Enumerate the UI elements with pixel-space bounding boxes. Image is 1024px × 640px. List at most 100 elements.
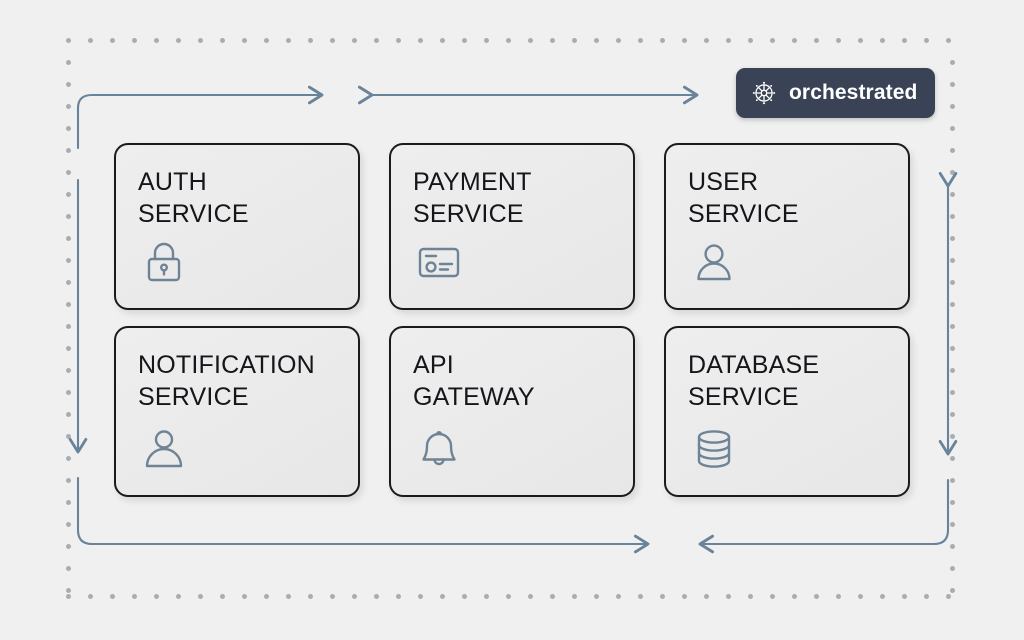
- boundary-dot: [66, 346, 71, 351]
- service-card-payment[interactable]: PAYMENT SERVICE: [389, 143, 635, 310]
- boundary-dot: [950, 192, 955, 197]
- boundary-dot: [550, 594, 555, 599]
- boundary-dot: [792, 38, 797, 43]
- service-title: NOTIFICATION SERVICE: [138, 351, 315, 411]
- boundary-dot: [950, 544, 955, 549]
- boundary-dot: [330, 38, 335, 43]
- boundary-dot: [902, 594, 907, 599]
- boundary-dot: [528, 38, 533, 43]
- service-card-api-gateway[interactable]: API GATEWAY: [389, 326, 635, 497]
- boundary-dot: [220, 594, 225, 599]
- boundary-dot: [88, 594, 93, 599]
- boundary-dot: [198, 38, 203, 43]
- boundary-dot: [396, 594, 401, 599]
- boundary-dot: [66, 478, 71, 483]
- boundary-dot: [572, 38, 577, 43]
- boundary-dot: [352, 38, 357, 43]
- boundary-dot: [616, 38, 621, 43]
- boundary-dot: [682, 594, 687, 599]
- boundary-dot: [308, 38, 313, 43]
- boundary-dot: [286, 38, 291, 43]
- boundary-dot: [66, 302, 71, 307]
- boundary-dot: [950, 104, 955, 109]
- boundary-dot: [66, 434, 71, 439]
- boundary-dot: [946, 38, 951, 43]
- boundary-dot: [330, 594, 335, 599]
- service-card-auth[interactable]: AUTH SERVICE: [114, 143, 360, 310]
- user-icon: [140, 425, 188, 473]
- boundary-dot: [682, 38, 687, 43]
- boundary-dot: [66, 82, 71, 87]
- boundary-dot: [946, 594, 951, 599]
- boundary-dot: [836, 594, 841, 599]
- boundary-dot: [950, 390, 955, 395]
- boundary-dot: [66, 566, 71, 571]
- orchestrated-badge[interactable]: orchestrated: [736, 68, 936, 118]
- boundary-dot: [660, 38, 665, 43]
- boundary-dot: [484, 594, 489, 599]
- boundary-dot: [440, 38, 445, 43]
- boundary-dot: [374, 38, 379, 43]
- boundary-dot: [132, 594, 137, 599]
- boundary-dot: [66, 126, 71, 131]
- boundary-dot: [110, 38, 115, 43]
- boundary-dot: [264, 594, 269, 599]
- service-title: USER SERVICE: [688, 168, 799, 228]
- boundary-dot: [88, 38, 93, 43]
- boundary-dot: [858, 594, 863, 599]
- boundary-dot: [308, 594, 313, 599]
- service-card-notification[interactable]: NOTIFICATION SERVICE: [114, 326, 360, 497]
- boundary-dot: [176, 38, 181, 43]
- service-title: API GATEWAY: [413, 351, 535, 411]
- boundary-dot: [726, 38, 731, 43]
- boundary-dot: [950, 346, 955, 351]
- boundary-dot: [132, 38, 137, 43]
- boundary-dot: [66, 522, 71, 527]
- boundary-dot: [950, 280, 955, 285]
- credit-card-icon: [415, 238, 463, 286]
- boundary-dot: [66, 280, 71, 285]
- boundary-dot: [950, 522, 955, 527]
- boundary-dot: [352, 594, 357, 599]
- boundary-dot: [506, 38, 511, 43]
- boundary-dot: [950, 588, 955, 593]
- boundary-dot: [950, 566, 955, 571]
- boundary-dot: [814, 38, 819, 43]
- boundary-dot: [66, 456, 71, 461]
- boundary-dot: [66, 594, 71, 599]
- boundary-dot: [374, 594, 379, 599]
- boundary-dot: [748, 38, 753, 43]
- boundary-dot: [66, 368, 71, 373]
- boundary-dot: [176, 594, 181, 599]
- boundary-dot: [880, 38, 885, 43]
- boundary-dot: [950, 82, 955, 87]
- boundary-dot: [950, 126, 955, 131]
- boundary-dot: [264, 38, 269, 43]
- boundary-dot: [66, 236, 71, 241]
- boundary-dot: [286, 594, 291, 599]
- service-card-database[interactable]: DATABASE SERVICE: [664, 326, 910, 497]
- boundary-dot: [704, 594, 709, 599]
- boundary-dot: [66, 390, 71, 395]
- lock-icon: [140, 238, 188, 286]
- boundary-dot: [484, 38, 489, 43]
- boundary-dot: [220, 38, 225, 43]
- service-card-user[interactable]: USER SERVICE: [664, 143, 910, 310]
- boundary-dot: [66, 148, 71, 153]
- badge-label: orchestrated: [789, 81, 918, 104]
- boundary-dot: [858, 38, 863, 43]
- boundary-dot: [66, 192, 71, 197]
- boundary-dot: [198, 594, 203, 599]
- boundary-dot: [110, 594, 115, 599]
- boundary-dot: [66, 60, 71, 65]
- boundary-dot: [462, 594, 467, 599]
- boundary-dot: [638, 38, 643, 43]
- boundary-dot: [950, 434, 955, 439]
- boundary-dot: [950, 500, 955, 505]
- top-left-elbow-arrow: [76, 85, 324, 150]
- boundary-dot: [242, 594, 247, 599]
- boundary-dot: [66, 170, 71, 175]
- boundary-dot: [418, 594, 423, 599]
- boundary-dot: [66, 38, 71, 43]
- boundary-dot: [594, 38, 599, 43]
